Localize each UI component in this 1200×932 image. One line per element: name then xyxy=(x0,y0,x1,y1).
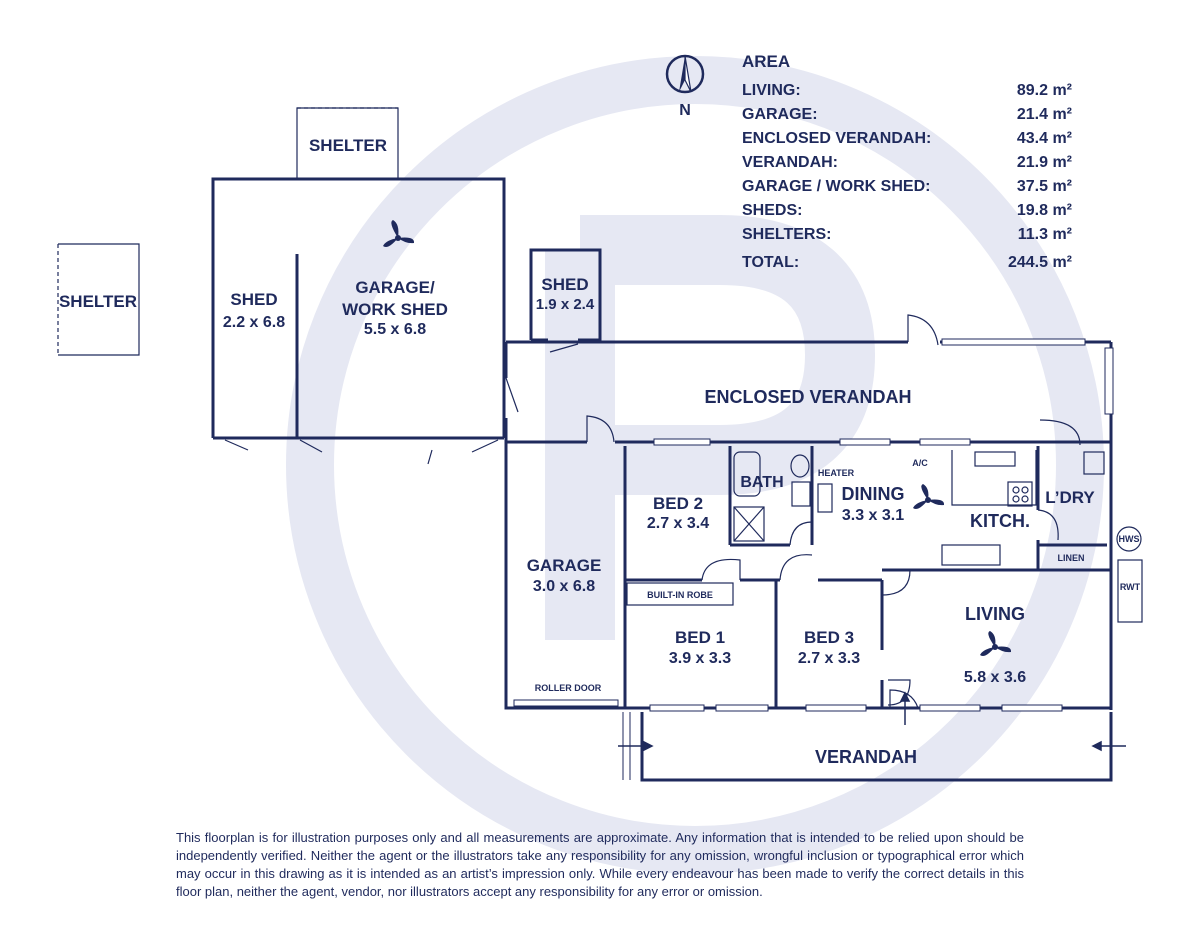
bed2-size: 2.7 x 3.4 xyxy=(647,515,709,532)
entry-arrow-icon xyxy=(618,740,654,752)
shed-small-name: SHED xyxy=(541,275,588,294)
built-in-robe-label: BUILT-IN ROBE xyxy=(647,590,713,600)
area-row-label: SHEDS: xyxy=(742,202,803,219)
area-row-label: GARAGE: xyxy=(742,106,818,123)
area-row: GARAGE: 21.4 m² xyxy=(742,103,1072,127)
area-row-label: SHELTERS: xyxy=(742,226,832,243)
area-total-value: 244.5 m² xyxy=(1007,254,1072,271)
bed3-name: BED 3 xyxy=(804,628,854,647)
shelter-top xyxy=(296,107,399,178)
ceiling-fan-icon xyxy=(980,631,1012,656)
enclosed-verandah-label: ENCLOSED VERANDAH xyxy=(704,387,911,407)
area-row-value: 21.4 m² xyxy=(1016,106,1072,123)
bed3-size: 2.7 x 3.3 xyxy=(798,650,860,667)
bed1-name: BED 1 xyxy=(675,628,725,647)
enclosed-verandah-windows xyxy=(941,338,1114,415)
laundry-label: L’DRY xyxy=(1045,488,1095,507)
area-row: VERANDAH: 21.9 m² xyxy=(742,151,1072,175)
area-row: GARAGE / WORK SHED: 37.5 m² xyxy=(742,175,1072,199)
area-row-label: ENCLOSED VERANDAH: xyxy=(742,130,932,147)
shed-main-name: SHED xyxy=(230,290,277,309)
shed-main-size: 2.2 x 6.8 xyxy=(223,314,285,331)
ceiling-fan-icon xyxy=(383,220,415,247)
rwt-label: RWT xyxy=(1120,582,1141,592)
disclaimer-text: This floorplan is for illustration purpo… xyxy=(176,830,1024,899)
compass-label: N xyxy=(679,102,691,119)
dining-name: DINING xyxy=(842,484,905,504)
living-size: 5.8 x 3.6 xyxy=(964,669,1026,686)
area-total-label: TOTAL: xyxy=(742,254,800,271)
area-row-value: 11.3 m² xyxy=(1017,226,1072,243)
area-row-label: VERANDAH: xyxy=(742,154,838,171)
garage-work-shed-name2: WORK SHED xyxy=(342,300,448,319)
dining-size: 3.3 x 3.1 xyxy=(842,507,904,524)
north-compass-icon xyxy=(665,54,705,94)
garage-work-shed-walls xyxy=(211,177,506,440)
shed-doors xyxy=(224,377,519,465)
area-row-value: 89.2 m² xyxy=(1016,82,1072,99)
area-row: LIVING: 89.2 m² xyxy=(742,79,1072,103)
area-total-row: TOTAL: 244.5 m² xyxy=(742,251,1072,275)
area-row-value: 19.8 m² xyxy=(1016,202,1072,219)
shelter-top-label: SHELTER xyxy=(309,136,387,155)
shelter-left-label: SHELTER xyxy=(59,292,137,311)
rwt-tank xyxy=(1117,559,1143,623)
verandah-label: VERANDAH xyxy=(815,747,917,767)
watermark-logo xyxy=(286,56,1104,874)
area-row-label: GARAGE / WORK SHED: xyxy=(742,178,931,195)
entry-arrow-icon xyxy=(899,691,911,725)
area-row: SHEDS: 19.8 m² xyxy=(742,199,1072,223)
built-in-robe xyxy=(626,582,734,606)
area-row-label: LIVING: xyxy=(742,82,801,99)
area-row: ENCLOSED VERANDAH: 43.4 m² xyxy=(742,127,1072,151)
garage-size: 3.0 x 6.8 xyxy=(533,578,595,595)
shed-small-size: 1.9 x 2.4 xyxy=(536,296,595,313)
ceiling-fan-icon xyxy=(913,484,945,509)
bed2-name: BED 2 xyxy=(653,494,703,513)
living-name: LIVING xyxy=(965,604,1025,624)
garage-work-shed-size: 5.5 x 6.8 xyxy=(364,321,426,338)
area-heading: AREA xyxy=(742,52,791,71)
enclosed-verandah-door xyxy=(907,314,939,346)
kitchen-fixtures xyxy=(817,450,1105,566)
linen-label: LINEN xyxy=(1058,553,1085,563)
house-windows xyxy=(513,438,1063,712)
heater-label: HEATER xyxy=(818,468,855,478)
area-summary: AREA LIVING: 89.2 m² GARAGE: 21.4 m² ENC… xyxy=(742,52,1072,275)
hws-label: HWS xyxy=(1119,534,1140,544)
verandah-outline xyxy=(640,712,1113,782)
area-row-value: 43.4 m² xyxy=(1016,130,1072,147)
garage-work-shed-name1: GARAGE/ xyxy=(355,278,435,297)
bed1-size: 3.9 x 3.3 xyxy=(669,650,731,667)
kitchen-label: KITCH. xyxy=(970,511,1030,531)
shelter-left xyxy=(57,243,140,356)
door-swings xyxy=(586,415,1081,706)
bath-fixtures xyxy=(733,451,811,542)
hws-tank xyxy=(1116,526,1142,552)
entry-arrow-icon xyxy=(1091,740,1126,752)
garage-name: GARAGE xyxy=(527,556,602,575)
ac-label: A/C xyxy=(912,458,928,468)
bath-label: BATH xyxy=(740,474,783,491)
roller-door-label: ROLLER DOOR xyxy=(535,683,602,693)
shed-small xyxy=(529,248,602,342)
area-row: SHELTERS: 11.3 m² xyxy=(742,223,1072,247)
area-row-value: 37.5 m² xyxy=(1016,178,1072,195)
area-row-value: 21.9 m² xyxy=(1016,154,1072,171)
